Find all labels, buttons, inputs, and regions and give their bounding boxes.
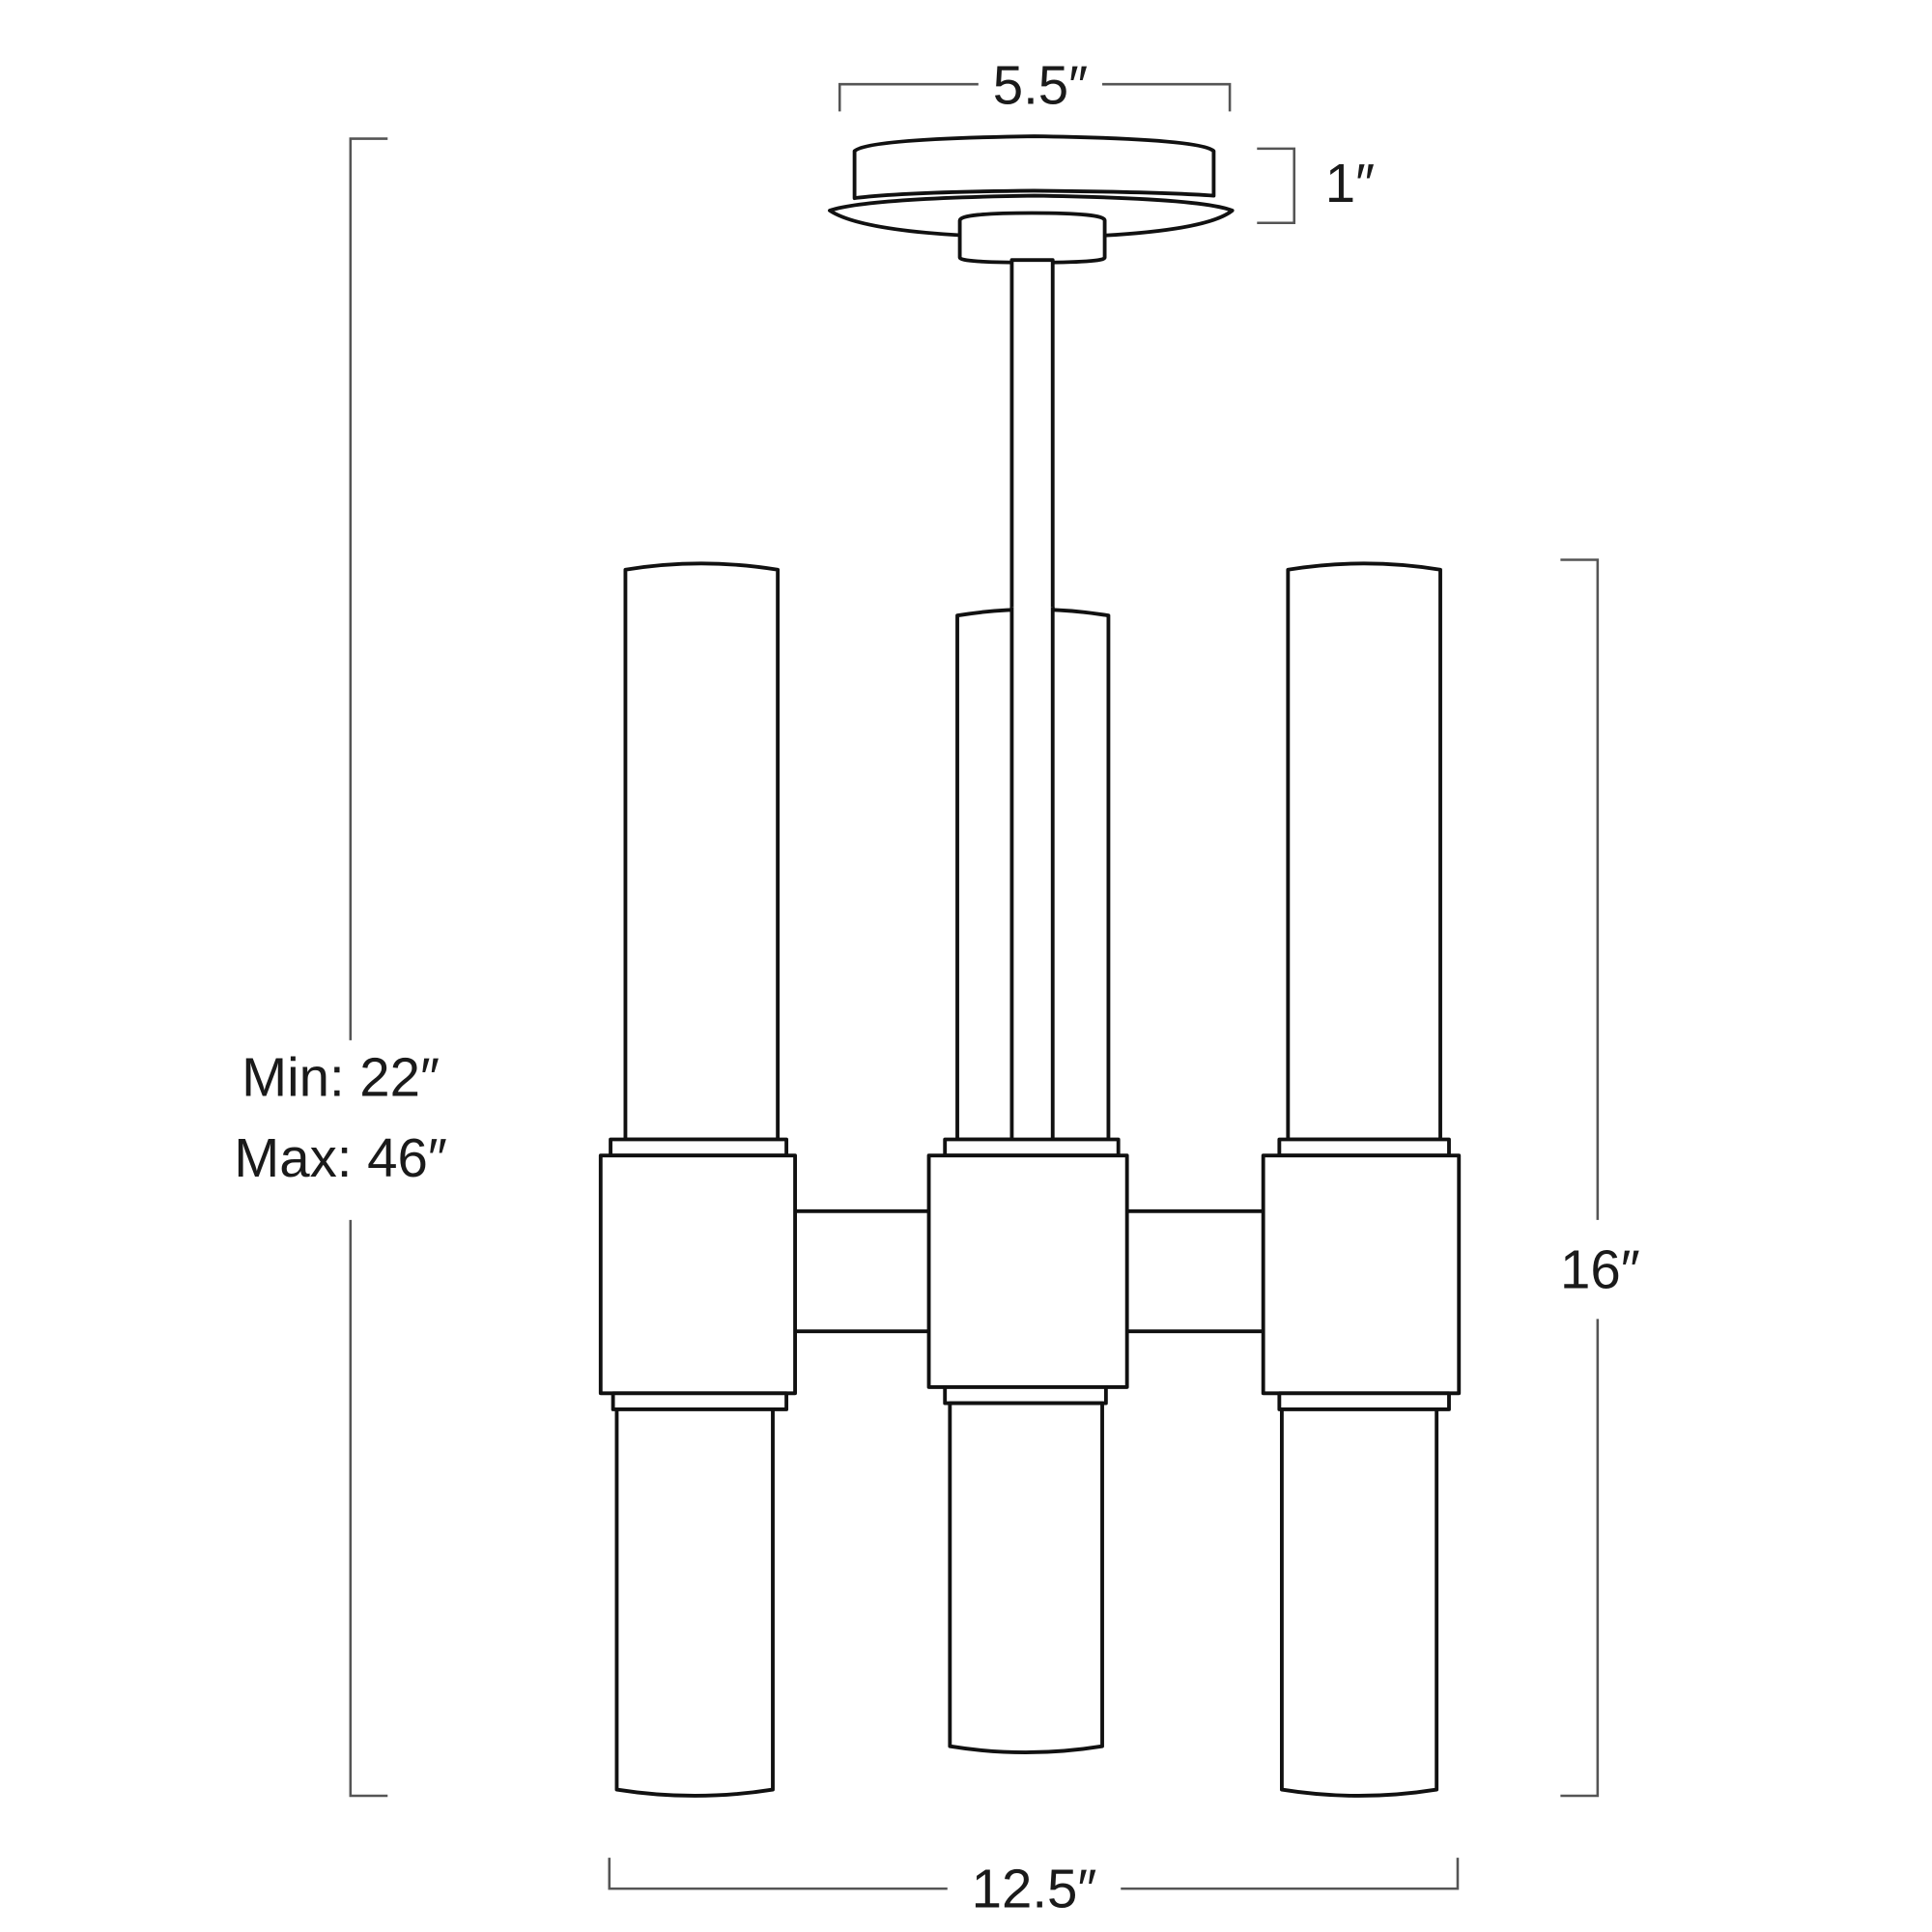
right-light: [1261, 561, 1462, 1798]
canopy-height-dimension: 1″: [1257, 147, 1375, 225]
overall-height-dimension: Min: 22″ Max: 46″: [234, 137, 447, 1798]
fixture-height-label: 16″: [1560, 1238, 1640, 1299]
left-light: [598, 561, 797, 1798]
fixture-height-dimension: 16″: [1560, 558, 1640, 1798]
max-height-label: Max: 46″: [234, 1127, 447, 1188]
canopy-width-dimension: 5.5″: [838, 55, 1232, 116]
canopy: [828, 134, 1235, 265]
fixture-width-dimension: 12.5″: [608, 1858, 1460, 1918]
min-height-label: Min: 22″: [242, 1047, 440, 1108]
canopy-width-label: 5.5″: [993, 55, 1088, 116]
fixture-width-label: 12.5″: [972, 1858, 1097, 1918]
canopy-height-label: 1″: [1325, 153, 1375, 213]
center-light: [926, 607, 1129, 1754]
